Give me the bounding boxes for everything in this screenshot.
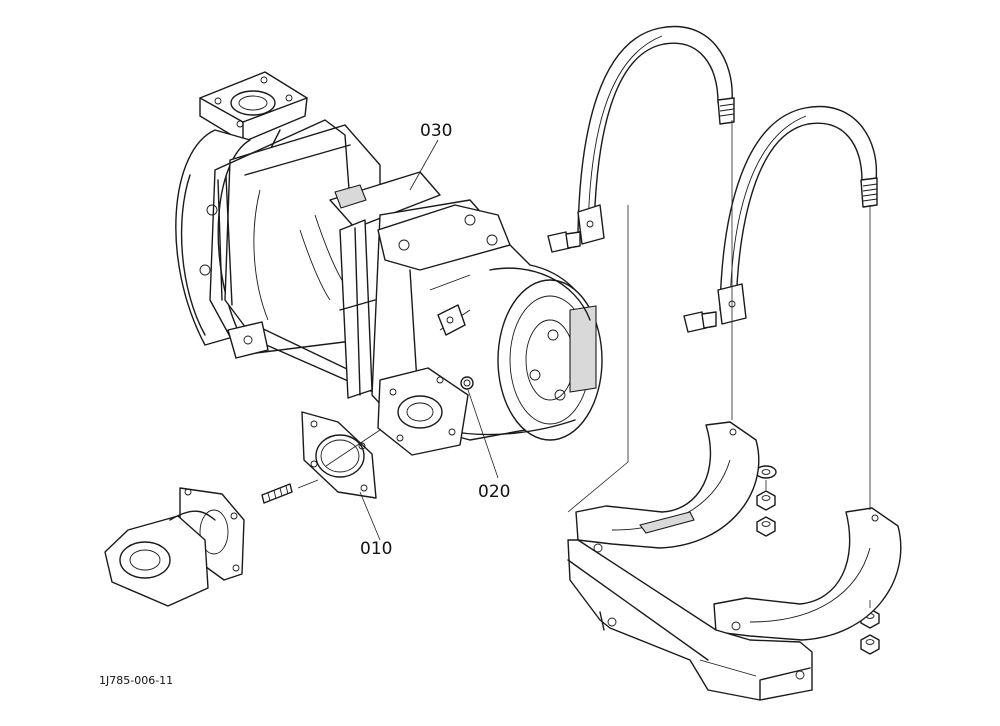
stud-bolt xyxy=(261,483,293,504)
mounting-strap-front xyxy=(717,105,878,325)
base-mounting-bracket xyxy=(567,421,902,701)
drawing-code: 1J785-006-11 xyxy=(99,674,173,687)
nut-washer-stack-1 xyxy=(755,465,777,537)
exhaust-elbow-pipe xyxy=(104,487,245,607)
outlet-flange xyxy=(377,367,469,456)
dpf-muffler-assembly xyxy=(175,71,603,456)
mounting-strap-rear xyxy=(577,25,735,245)
callout-020: 020 xyxy=(478,482,510,502)
strap-bolt-upper xyxy=(547,231,581,253)
callout-leaders xyxy=(359,139,499,541)
bolt-020 xyxy=(460,376,474,390)
callout-030: 030 xyxy=(420,121,452,141)
callout-010: 010 xyxy=(360,539,392,559)
assembly-lines xyxy=(297,120,871,608)
gasket-010 xyxy=(301,411,377,499)
inlet-flange xyxy=(199,71,308,161)
strap-bolt-lower xyxy=(683,311,717,333)
